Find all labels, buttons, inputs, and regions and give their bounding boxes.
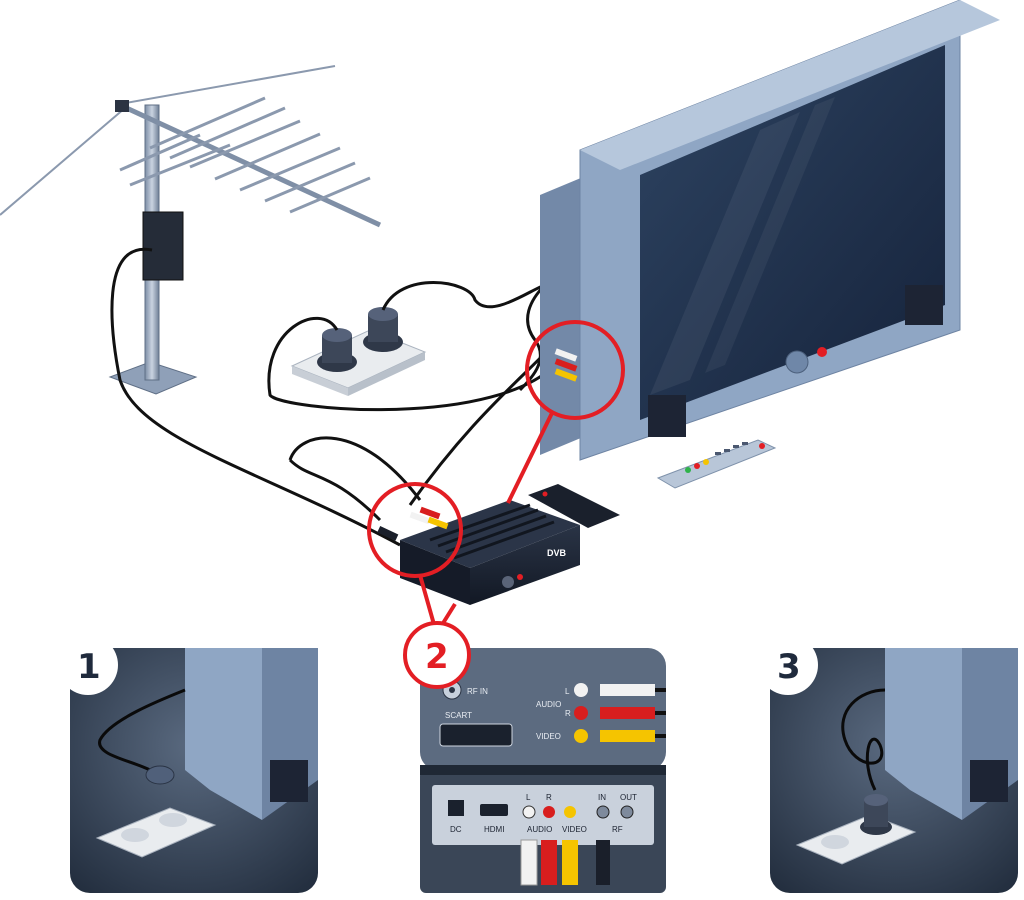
tv-set [540, 0, 1000, 461]
highlight-markers [367, 320, 625, 630]
step-2-panel: RF IN SCART AUDIO L R VIDEO DC HDMI L R … [403, 621, 666, 893]
scart-label: SCART [445, 711, 472, 720]
hdmi-label: HDMI [484, 825, 504, 834]
rf-label: RF [612, 825, 623, 834]
rf-in-label: RF IN [467, 687, 488, 696]
bottom-audio-label: AUDIO [527, 825, 552, 834]
set-top-box: DVB [400, 500, 580, 605]
top-audio-r: R [565, 709, 571, 718]
top-audio-l: L [565, 687, 570, 696]
tv-connector-highlight [525, 320, 625, 420]
tv-rca-plugs [554, 348, 578, 382]
power-strip [290, 307, 427, 396]
antenna [0, 65, 382, 395]
top-video-label: VIDEO [536, 732, 561, 741]
rf-out-port-label: OUT [620, 793, 637, 802]
bottom-video-label: VIDEO [562, 825, 587, 834]
box-remote [528, 484, 620, 528]
bottom-audio-r: R [546, 793, 552, 802]
tv-screen [640, 45, 945, 420]
step-3-number: 3 [777, 647, 801, 687]
dvb-logo: DVB [547, 548, 567, 558]
rf-in-port-label: IN [598, 793, 606, 802]
cables [110, 247, 562, 547]
box-connector-highlight [367, 482, 463, 578]
tv-remote [656, 439, 777, 489]
bottom-audio-l: L [526, 793, 531, 802]
box-rca-plugs [377, 506, 449, 541]
step-2-number: 2 [425, 637, 449, 677]
step-3-panel: 3 [758, 635, 1018, 893]
step-1-number: 1 [77, 647, 101, 687]
dc-label: DC [450, 825, 462, 834]
step-1-panel: 1 [58, 635, 318, 893]
top-audio-label: AUDIO [536, 700, 561, 709]
